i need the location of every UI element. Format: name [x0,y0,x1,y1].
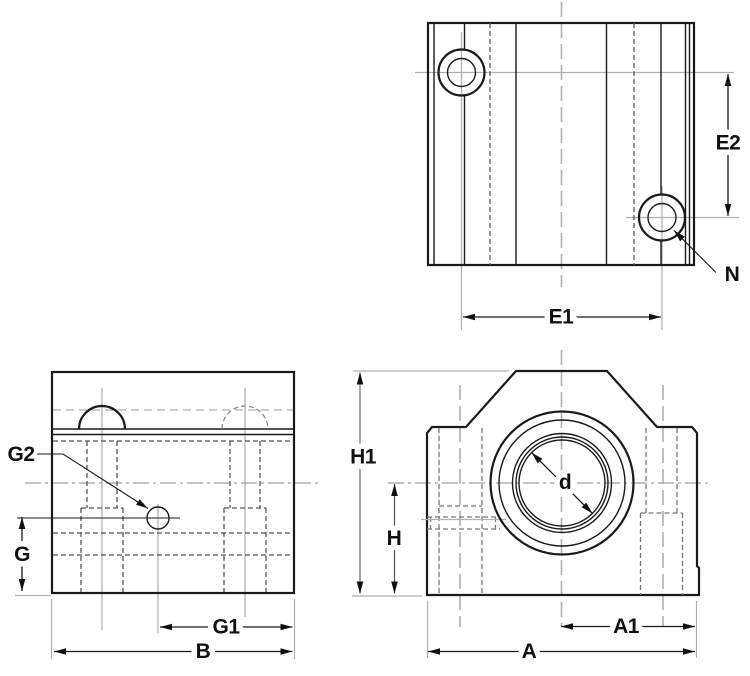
bearing-inner-ring-inner [515,436,609,530]
leader-g2-line [37,453,149,509]
top-view-body-outline [426,21,696,267]
mounting-hole-1-counterbore [437,48,486,97]
boss-dome-solid [77,404,127,430]
dimension-g1: G1 [160,599,296,659]
side-view-body-outline [50,370,296,595]
tslot-right-hidden [223,441,267,592]
dimension-label-g1: G1 [212,616,240,639]
boss-dome-hidden [221,405,269,430]
dimension-label-a1: A1 [613,615,640,638]
front-view: d H1 H A1 A [345,350,708,669]
leader-label-g2: G2 [7,443,34,466]
leader-n-line [673,230,717,273]
dimension-h1: H1 [345,372,383,594]
dimension-e2: E2 [710,74,746,216]
dimension-label-a: A [522,640,537,663]
dimension-b: B [50,599,293,669]
leader-label-n: N [725,263,740,286]
bearing-housing-bore [489,410,635,556]
dimension-label-b: B [196,640,211,663]
dimension-a1: A1 [561,610,695,644]
leader-n: N [673,230,740,286]
tslot-left-hidden [80,441,124,592]
dimension-label-h: H [387,527,402,550]
top-view: E2 E1 N [415,2,746,334]
front-view-body-outline [425,369,701,597]
dimension-e1: E1 [463,300,661,334]
bearing-inner-ring-outer [511,432,613,534]
bolt-right-hidden [639,428,684,595]
grease-hole-circle [146,506,170,530]
leader-g2: G2 [7,443,149,509]
dimension-h: H [381,484,407,594]
dimension-g: G [9,517,51,597]
dimension-label-h1: H1 [350,446,377,469]
mounting-hole-1-bore [446,57,477,88]
bearing-outer-ring [498,419,626,547]
dimension-d-line [531,452,593,514]
dimension-label-g: G [14,543,30,566]
shaft-bore [518,439,606,527]
dimension-label-e1: E1 [549,306,575,329]
mounting-hole-2-counterbore [637,193,687,242]
dimension-label-d: d [559,471,571,494]
side-view: G2 G G1 B [7,370,318,669]
dimension-label-e2: E2 [716,132,741,155]
bolt-left-hidden [421,428,506,595]
mounting-hole-2-bore [647,202,677,233]
dimension-a: A [428,635,695,669]
